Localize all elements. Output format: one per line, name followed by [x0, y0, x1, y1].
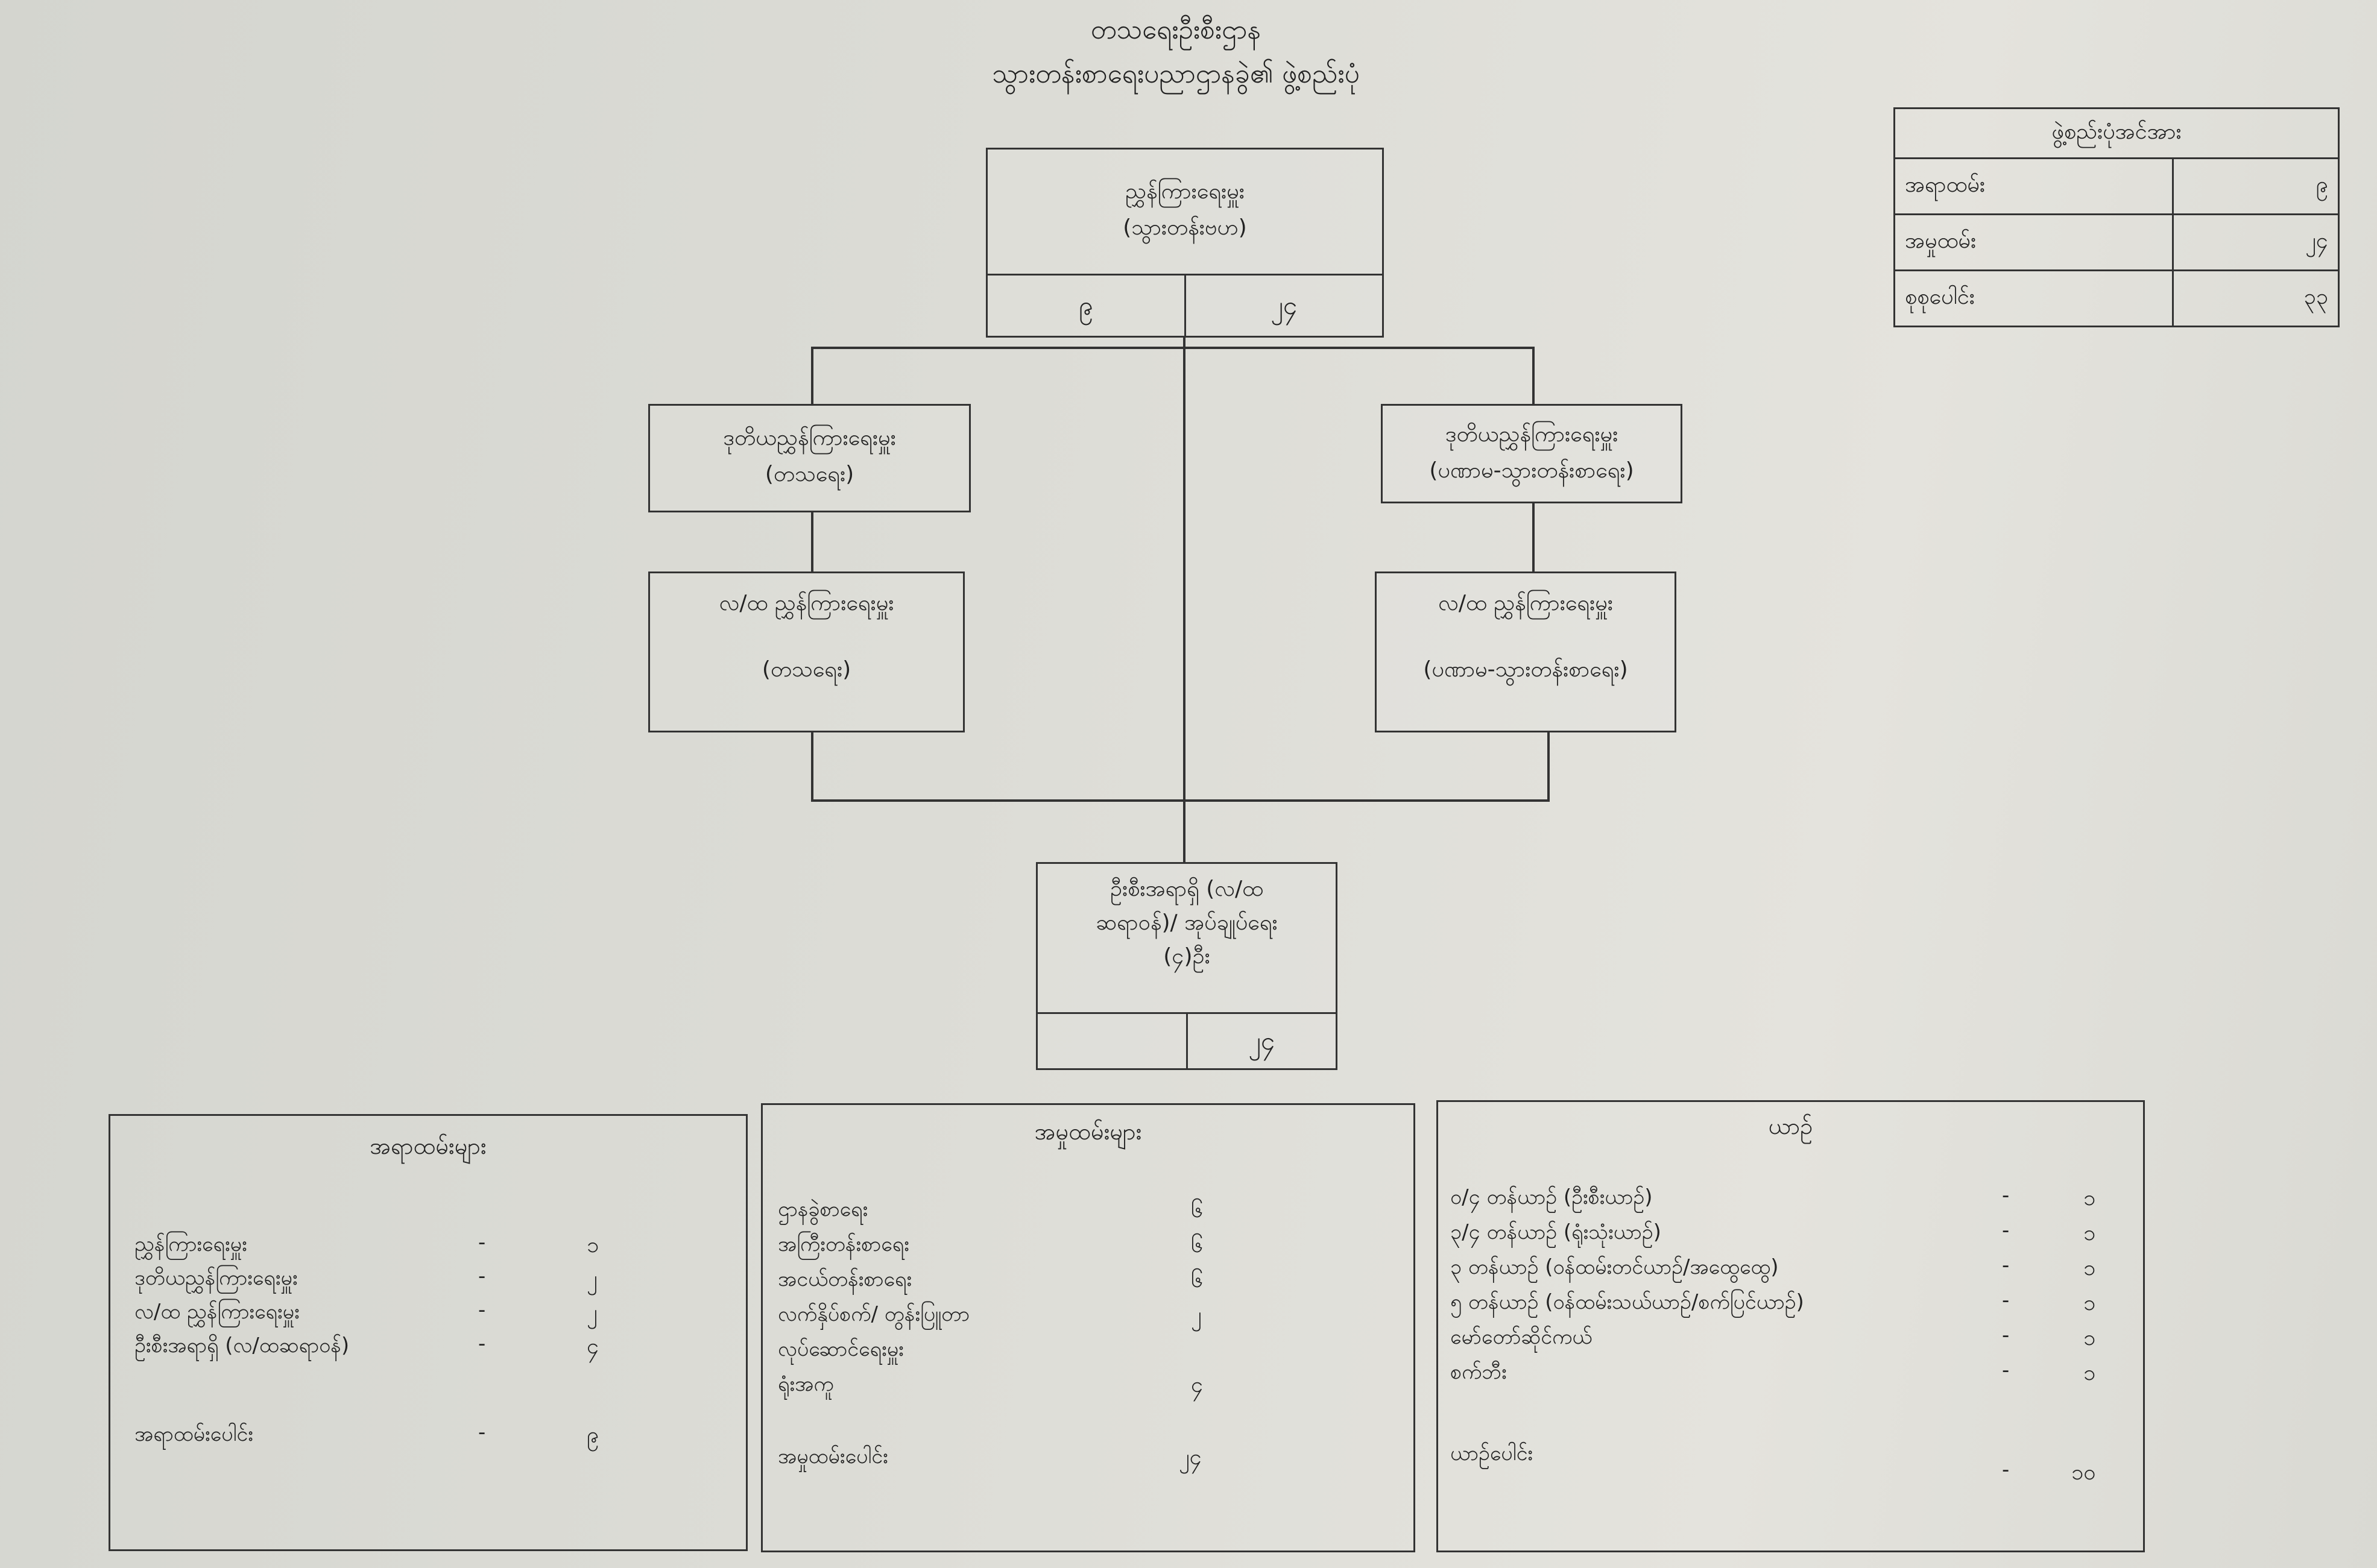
- summary-heading: ဖွဲ့စည်းပုံအင်အား: [1893, 107, 2340, 159]
- officers-total-value: ၉: [587, 1423, 599, 1447]
- vehicles-heading: ယာဉ်: [1768, 1113, 1813, 1139]
- list-item: ဌာနခွဲစာရေး: [778, 1197, 868, 1221]
- deputy-director-right-box: ဒုတိယညွှန်ကြားရေးမှူး (ပဏာမ-သွားတန်းစာရေ…: [1381, 404, 1682, 503]
- officers-total-label: အရာထမ်းပေါင်း: [134, 1422, 253, 1446]
- director-staff-count: ၂၄: [1184, 276, 1383, 336]
- left-return-drop: [811, 732, 813, 802]
- officers-heading: အရာထမ်းများ: [370, 1133, 487, 1159]
- table-row: အမှုထမ်း၂၄: [1893, 213, 2340, 271]
- table-row: စုစုပေါင်း၃၃: [1893, 269, 2340, 327]
- list-item: ဦးစီးအရာရှိ (လ/ထဆရာဝန်): [134, 1333, 350, 1358]
- staff-heading: အမှုထမ်းများ: [1034, 1118, 1142, 1145]
- list-item: ရုံးအကူ: [778, 1372, 834, 1396]
- staff-total-value: ၂၄: [1179, 1445, 1202, 1470]
- right-return-drop: [1547, 732, 1550, 802]
- vehicles-total-label: ယာဉ်ပေါင်း: [1450, 1441, 1533, 1466]
- director-strength-row: ၉ ၂၄: [988, 274, 1382, 336]
- strength-summary-table: ဖွဲ့စည်းပုံအင်အား အရာထမ်း၉ အမှုထမ်း၂၄ စု…: [1893, 107, 2340, 327]
- center-connector: [1183, 338, 1185, 862]
- assistant-director-right-box: လ/ထ ညွှန်ကြားရေးမှူး (ပဏာမ-သွားတန်းစာရေး…: [1375, 571, 1676, 732]
- deputy-director-left-box: ဒုတိယညွှန်ကြားရေးမှူး (တသရေး): [648, 404, 971, 512]
- list-item: မော်တော်ဆိုင်ကယ်: [1450, 1325, 1593, 1349]
- staff-total-label: အမှုထမ်းပေါင်း: [778, 1444, 888, 1469]
- page-subtitle: သွားတန်းစာရေးပညာဌာနခွဲ၏ ဖွဲ့စည်းပုံ: [992, 58, 1360, 89]
- list-item: ၅ တန်ယာဉ် (ဝန်ထမ်းသယ်ယာဉ်/စက်ပြင်ယာဉ်): [1450, 1290, 1804, 1314]
- list-item: ညွှန်ကြားရေးမှူး: [134, 1232, 247, 1256]
- vehicles-total-value: ၁၀: [2071, 1460, 2096, 1485]
- staff-panel: အမှုထမ်းများ ဌာနခွဲစာရေး ၆ အကြီးတန်းစာရေ…: [761, 1103, 1415, 1552]
- list-item: လက်နှိပ်စက်/ တွန်းပြူတာ: [778, 1302, 970, 1326]
- list-item: ဒုတိယညွှန်ကြားရေးမှူး: [134, 1266, 298, 1290]
- list-item: ၃/၄ တန်ယာဉ် (ရုံးသုံးယာဉ်): [1450, 1220, 1661, 1244]
- staff-officer-strength-row: ၂၄: [1038, 1012, 1336, 1068]
- director-subtitle: (သွားတန်းဗဟ): [1123, 215, 1247, 240]
- staff-officer-box: ဦးစီးအရာရှိ (လ/ထ ဆရာဝန်)/ အုပ်ချုပ်ရေး (…: [1036, 862, 1337, 1070]
- vehicles-panel: ယာဉ် ၀/၄ တန်ယာဉ် (ဦးစီးယာဉ်) - ၁ ၃/၄ တန်…: [1436, 1100, 2145, 1552]
- bottom-return-line: [811, 799, 1550, 802]
- left-chain-line: [811, 512, 813, 571]
- top-branch-line: [811, 347, 1535, 349]
- right-chain-line: [1532, 503, 1535, 571]
- director-title: ညွှန်ကြားရေးမှူး: [1125, 179, 1245, 204]
- director-box: ညွှန်ကြားရေးမှူး (သွားတန်းဗဟ) ၉ ၂၄: [986, 148, 1384, 338]
- assistant-director-left-box: လ/ထ ညွှန်ကြားရေးမှူး (တသရေး): [648, 571, 965, 732]
- right-branch-drop: [1532, 347, 1535, 404]
- list-item: အငယ်တန်းစာရေး: [778, 1267, 912, 1291]
- list-item: အကြီးတန်းစာရေး: [778, 1232, 909, 1256]
- left-branch-drop: [811, 347, 813, 404]
- list-item: စက်ဘီး: [1450, 1360, 1507, 1384]
- officers-panel: အရာထမ်းများ ညွှန်ကြားရေးမှူး - ၁ ဒုတိယညွ…: [109, 1114, 748, 1551]
- list-item: ၃ တန်ယာဉ် (ဝန်ထမ်းတင်ယာဉ်/အထွေထွေ): [1450, 1255, 1779, 1279]
- list-item: လ/ထ ညွှန်ကြားရေးမှူး: [134, 1300, 300, 1324]
- list-item: ၀/၄ တန်ယာဉ် (ဦးစီးယာဉ်): [1450, 1185, 1653, 1209]
- director-officer-count: ၉: [1078, 291, 1093, 320]
- list-item: လုပ်ဆောင်ရေးမှူး: [778, 1337, 904, 1361]
- page-title: တသရေးဦးစီးဌာန: [1090, 14, 1261, 45]
- table-row: အရာထမ်း၉: [1893, 157, 2340, 215]
